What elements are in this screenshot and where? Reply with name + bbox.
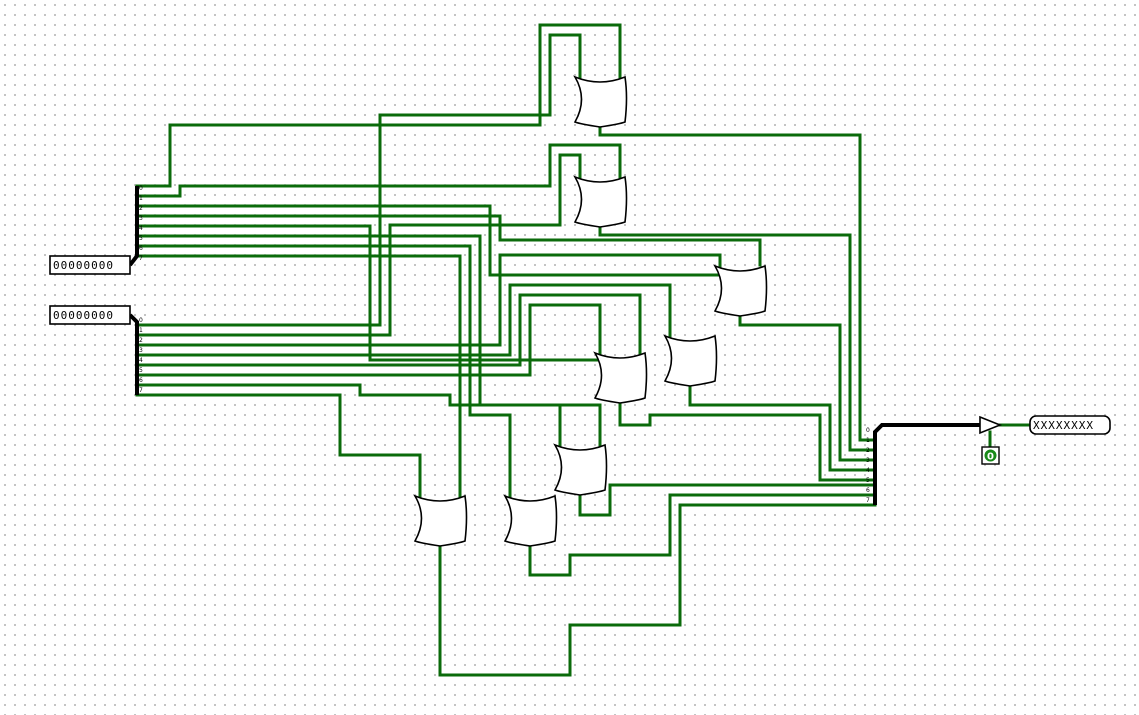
- or-gate-icon[interactable]: [573, 175, 628, 228]
- input-pin-b-value: 00000000: [53, 309, 114, 322]
- wire-out2[interactable]: [738, 314, 877, 462]
- controlled-buffer-icon[interactable]: [979, 415, 1003, 435]
- input-pin-b[interactable]: 00000000: [49, 305, 131, 325]
- wire-a4[interactable]: [135, 224, 602, 362]
- wire-b2[interactable]: [135, 253, 722, 347]
- wires: [135, 23, 1032, 677]
- wire-b7[interactable]: [135, 393, 422, 502]
- bit-label: 6: [139, 377, 143, 384]
- wire-out0[interactable]: [598, 125, 877, 442]
- bit-label: 4: [139, 225, 143, 232]
- bit-label: 7: [139, 387, 143, 394]
- wire-b6[interactable]: [135, 383, 562, 452]
- or-gate-icon[interactable]: [663, 334, 718, 387]
- bit-label: 2: [866, 447, 870, 454]
- bit-label: 7: [139, 255, 143, 262]
- wire-a6[interactable]: [135, 244, 512, 502]
- bit-label: 1: [139, 195, 143, 202]
- bit-label: 1: [139, 327, 143, 334]
- or-gate-icon[interactable]: [573, 75, 628, 128]
- bit-label: 6: [139, 245, 143, 252]
- or-gate-icon[interactable]: [713, 264, 768, 317]
- bit-label: 1: [866, 437, 870, 444]
- input-pin-a-value: 00000000: [53, 259, 114, 272]
- wire-a3[interactable]: [135, 214, 762, 267]
- or-gate-icon[interactable]: [503, 494, 558, 547]
- bit-label: 3: [139, 347, 143, 354]
- or-gate-icon[interactable]: [553, 443, 608, 496]
- wire-out6[interactable]: [528, 493, 877, 577]
- bit-label: 5: [139, 367, 143, 374]
- output-pin-value: XXXXXXXX: [1033, 419, 1094, 432]
- bus-input-b[interactable]: [128, 313, 139, 395]
- wire-b1[interactable]: [135, 153, 582, 337]
- bit-label: 0: [139, 317, 143, 324]
- bit-label: 2: [139, 205, 143, 212]
- constant-pin-icon[interactable]: 0: [981, 446, 1000, 465]
- bus-input-a[interactable]: [128, 186, 139, 267]
- or-gates: [413, 75, 768, 547]
- bit-label: 3: [139, 215, 143, 222]
- wire-b3[interactable]: [135, 283, 672, 357]
- wire-out7[interactable]: [438, 503, 877, 677]
- or-gate-icon[interactable]: [593, 351, 648, 404]
- wire-a0[interactable]: [135, 23, 622, 188]
- output-pin[interactable]: XXXXXXXX: [1029, 415, 1111, 435]
- bit-label: 6: [866, 487, 870, 494]
- bit-label: 5: [866, 477, 870, 484]
- splitter-a-labels: 0 1 2 3 4 5 6 7: [139, 185, 143, 262]
- wire-out5[interactable]: [578, 483, 877, 517]
- wire-a7[interactable]: [135, 254, 462, 502]
- bus-output[interactable]: [873, 423, 980, 505]
- or-gate-icon[interactable]: [413, 494, 468, 547]
- wire-a1[interactable]: [135, 143, 622, 198]
- wire-out1[interactable]: [598, 225, 877, 452]
- wire-b4[interactable]: [135, 293, 642, 367]
- bit-label: 2: [139, 337, 143, 344]
- wire-b0[interactable]: [135, 33, 582, 327]
- bit-label: 0: [866, 427, 870, 434]
- splitter-b-labels: 0 1 2 3 4 5 6 7: [139, 317, 143, 394]
- constant-pin-value: 0: [987, 452, 994, 463]
- bit-label: 4: [866, 467, 870, 474]
- bit-label: 4: [139, 357, 143, 364]
- wire-out4[interactable]: [618, 401, 877, 482]
- bit-label: 0: [139, 185, 143, 192]
- input-pin-a[interactable]: 00000000: [49, 255, 131, 275]
- buses: [128, 186, 980, 505]
- bit-label: 3: [866, 457, 870, 464]
- wire-out3[interactable]: [688, 384, 877, 472]
- wire-b5[interactable]: [135, 303, 602, 377]
- bit-label: 5: [139, 235, 143, 242]
- bit-label: 7: [866, 497, 870, 504]
- splitter-out-labels: 0 1 2 3 4 5 6 7: [866, 427, 870, 504]
